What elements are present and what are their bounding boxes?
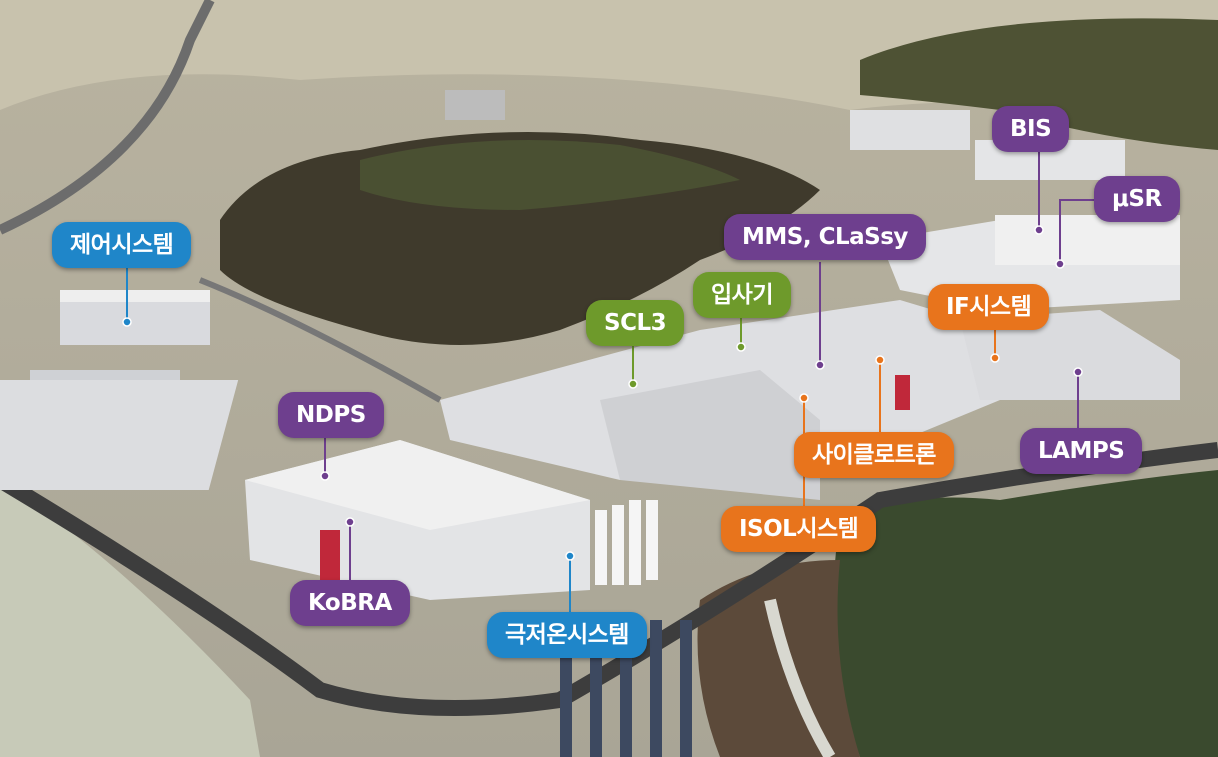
label-cryogenic-system: 극저온시스템 — [487, 612, 647, 658]
label-isol-system: ISOL시스템 — [721, 506, 877, 552]
label-control-system: 제어시스템 — [52, 222, 192, 268]
label-usr: μSR — [1094, 176, 1180, 222]
label-injector: 입사기 — [693, 272, 791, 318]
label-kobra: KoBRA — [290, 580, 410, 626]
label-mms-classy: MMS, CLaSsy — [724, 214, 926, 260]
label-bis: BIS — [992, 106, 1070, 152]
label-if-system: IF시스템 — [928, 284, 1050, 330]
label-ndps: NDPS — [278, 392, 384, 438]
label-cyclotron: 사이클로트론 — [794, 432, 954, 478]
label-lamps: LAMPS — [1020, 428, 1143, 474]
label-scl3: SCL3 — [586, 300, 685, 346]
